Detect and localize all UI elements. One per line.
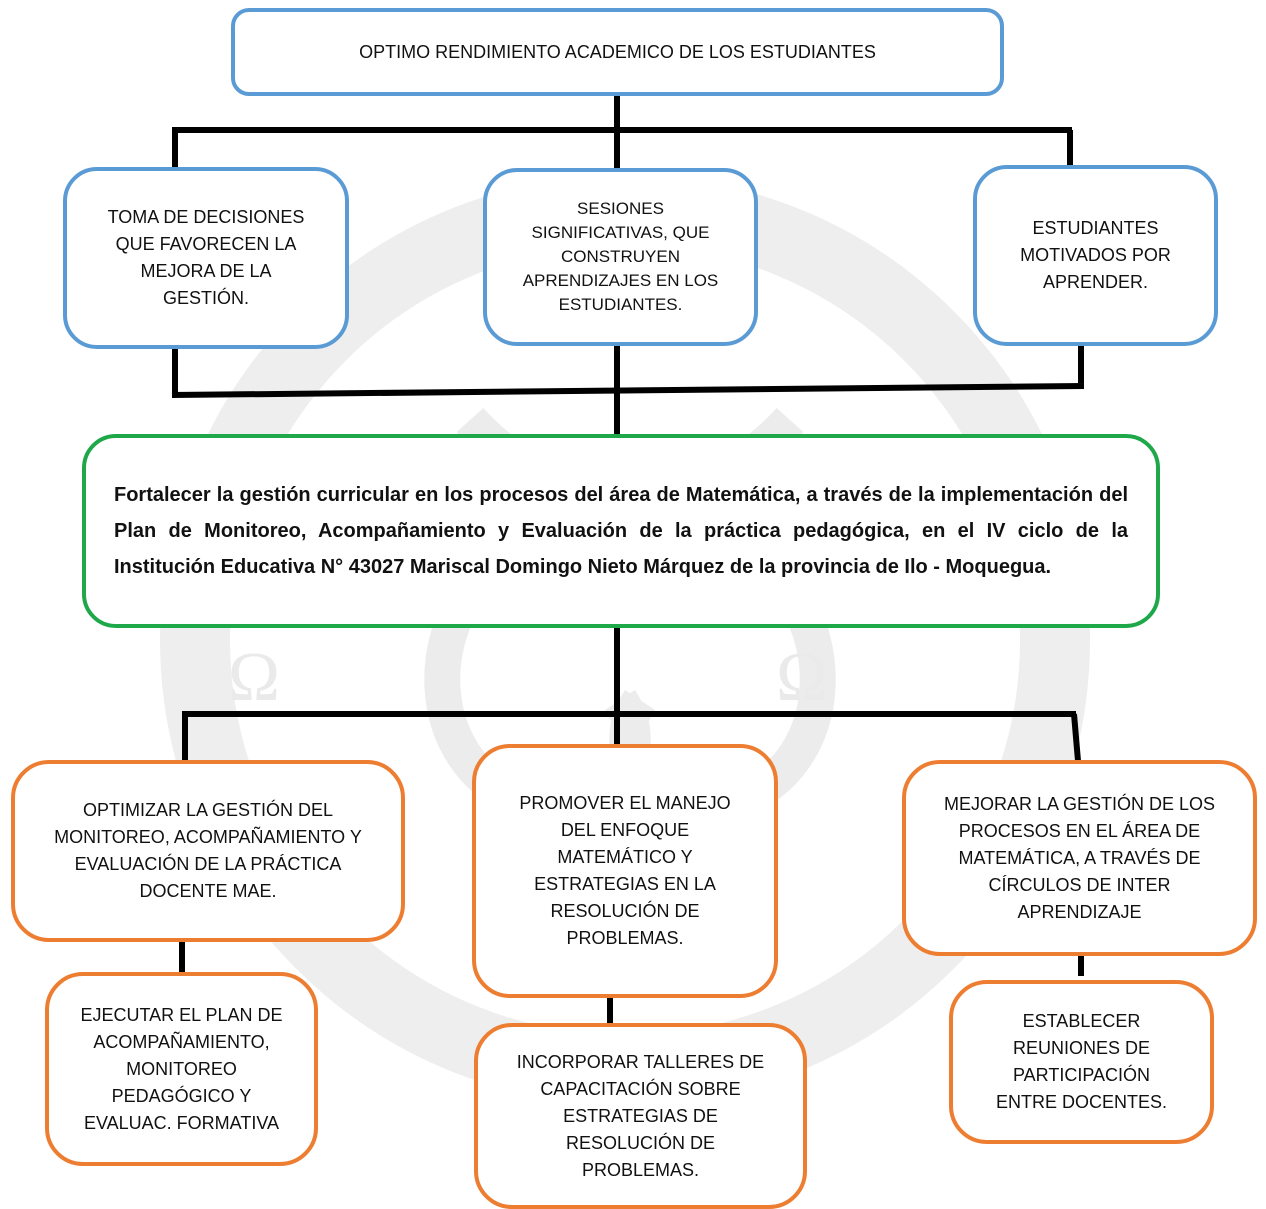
action-text-2: INCORPORAR TALLERES DE CAPACITACIÓN SOBR… (516, 1051, 765, 1180)
objective-text-3: MEJORAR LA GESTIÓN DE LOS PROCESOS EN EL… (943, 793, 1216, 922)
action-box-1: EJECUTAR EL PLAN DE ACOMPAÑAMIENTO, MONI… (45, 972, 318, 1166)
top-result-text: OPTIMO RENDIMIENTO ACADEMICO DE LOS ESTU… (359, 41, 876, 62)
cause-text-3: ESTUDIANTES MOTIVADOS POR APRENDER. (1020, 218, 1171, 292)
objective-text-1: OPTIMIZAR LA GESTIÓN DEL MONITOREO, ACOM… (54, 800, 362, 901)
cause-box-2: SESIONES SIGNIFICATIVAS, QUE CONSTRUYEN … (483, 168, 758, 346)
action-box-3: ESTABLECER REUNIONES DE PARTICIPACIÓN EN… (949, 980, 1214, 1144)
cause-text-1: TOMA DE DECISIONES QUE FAVORECEN LA MEJO… (107, 207, 305, 308)
objective-box-3: MEJORAR LA GESTIÓN DE LOS PROCESOS EN EL… (902, 760, 1257, 956)
top-result-box: OPTIMO RENDIMIENTO ACADEMICO DE LOS ESTU… (231, 8, 1004, 96)
cause-box-3: ESTUDIANTES MOTIVADOS POR APRENDER. (973, 165, 1218, 346)
objective-box-1: OPTIMIZAR LA GESTIÓN DEL MONITOREO, ACOM… (11, 760, 405, 942)
svg-text:Ω: Ω (228, 639, 280, 716)
action-text-3: ESTABLECER REUNIONES DE PARTICIPACIÓN EN… (995, 1011, 1168, 1112)
objective-text-2: PROMOVER EL MANEJO DEL ENFOQUE MATEMÁTIC… (519, 793, 731, 948)
central-objective-text: Fortalecer la gestión curricular en los … (114, 484, 1128, 578)
central-objective-box: Fortalecer la gestión curricular en los … (82, 434, 1160, 628)
action-text-1: EJECUTAR EL PLAN DE ACOMPAÑAMIENTO, MONI… (80, 1004, 283, 1133)
svg-text:Ω: Ω (776, 639, 828, 716)
action-box-2: INCORPORAR TALLERES DE CAPACITACIÓN SOBR… (474, 1023, 807, 1209)
cause-box-1: TOMA DE DECISIONES QUE FAVORECEN LA MEJO… (63, 167, 349, 349)
cause-text-2: SESIONES SIGNIFICATIVAS, QUE CONSTRUYEN … (522, 199, 719, 314)
objective-box-2: PROMOVER EL MANEJO DEL ENFOQUE MATEMÁTIC… (472, 744, 778, 998)
